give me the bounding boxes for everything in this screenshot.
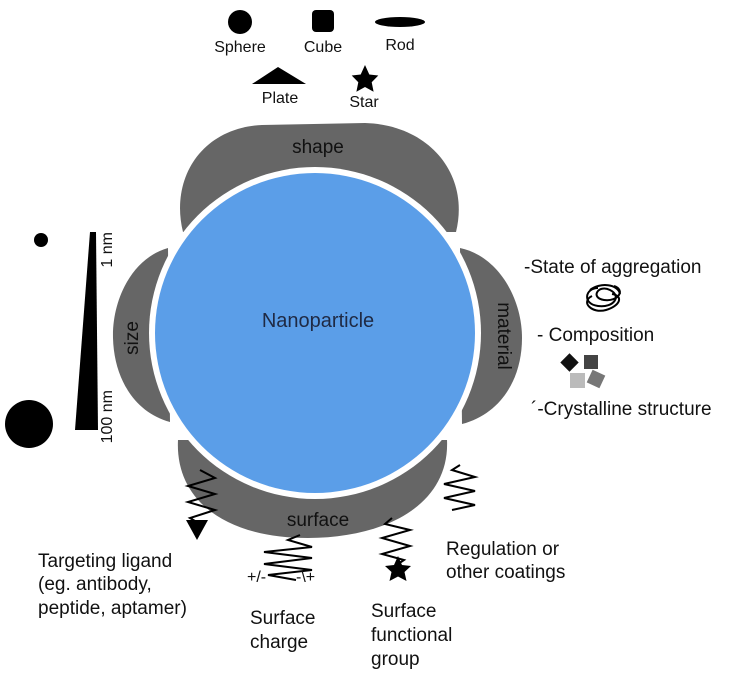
surface-band-label: surface — [287, 510, 349, 531]
composition-icon — [560, 353, 606, 389]
regulation-coil — [443, 464, 479, 511]
regulation-label-line-1: Regulation or — [446, 539, 560, 560]
composition-label: - Composition — [537, 325, 654, 346]
charge-sign-right: -\+ — [296, 569, 315, 586]
ligand-coil — [184, 469, 219, 525]
functional-label-line-1: Surface — [371, 601, 436, 622]
large-particle-icon — [5, 400, 53, 448]
shape-icons: Sphere Cube Rod Plate Star — [214, 10, 425, 111]
scale-label-small: 1 nm — [99, 232, 116, 268]
size-wedge-icon — [75, 232, 98, 430]
size-scale: 1 nm 100 nm — [5, 232, 116, 448]
regulation-label-line-2: other coatings — [446, 562, 565, 583]
functional-star-icon — [385, 556, 411, 581]
sphere-label: Sphere — [214, 39, 266, 56]
surface-attachments — [184, 464, 479, 581]
ligand-triangle-icon — [186, 520, 208, 540]
rod-label: Rod — [385, 37, 414, 54]
rod-icon — [375, 17, 425, 27]
material-properties: -State of aggregation - Composition ´-Cr… — [524, 257, 712, 420]
plate-label: Plate — [262, 90, 299, 107]
small-particle-icon — [34, 233, 48, 247]
shape-band-label: shape — [292, 137, 344, 158]
cube-label: Cube — [304, 39, 342, 56]
star-label: Star — [349, 94, 379, 111]
sphere-icon — [228, 10, 252, 34]
functional-label-line-2: functional — [371, 625, 452, 646]
size-band-label: size — [122, 321, 143, 355]
plate-icon — [252, 67, 306, 84]
aggregation-icon — [586, 284, 621, 312]
nanoparticle-label: Nanoparticle — [262, 310, 374, 332]
ligand-label-line-2: (eg. antibody, — [38, 574, 152, 595]
charge-label-line-1: Surface — [250, 608, 315, 629]
aggregation-label: -State of aggregation — [524, 257, 701, 278]
nanoparticle-core — [155, 173, 475, 493]
star-icon — [351, 65, 379, 92]
functional-coil — [378, 517, 414, 565]
charge-sign-left: +/- — [247, 569, 266, 586]
material-band-label: material — [493, 302, 514, 370]
scale-label-large: 100 nm — [99, 390, 116, 443]
charge-coil — [263, 534, 313, 581]
ligand-label-line-3: peptide, aptamer) — [38, 598, 187, 619]
cube-icon — [312, 10, 334, 32]
ligand-label-line-1: Targeting ligand — [38, 551, 172, 572]
charge-label-line-2: charge — [250, 632, 308, 653]
crystalline-label: ´-Crystalline structure — [531, 399, 712, 420]
functional-label-line-3: group — [371, 649, 420, 670]
